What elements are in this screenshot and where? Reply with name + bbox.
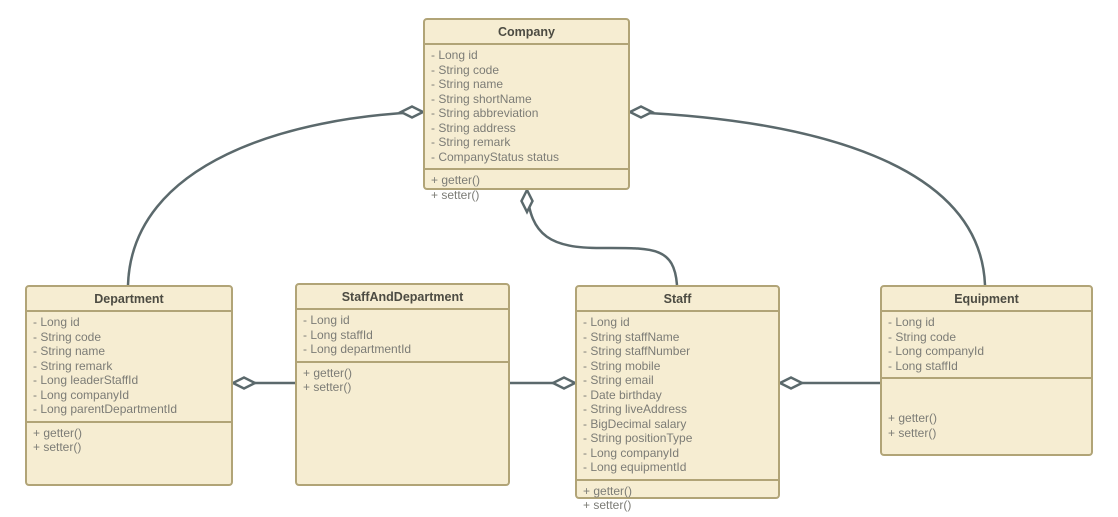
edge-company-equipment — [629, 110, 987, 286]
class-title: Company — [425, 20, 628, 45]
class-attributes: - Long id- String code- String name- Str… — [425, 45, 628, 170]
class-member: + setter() — [888, 425, 937, 440]
class-member: - Long leaderStaffId — [33, 373, 139, 387]
class-member: - Long companyId — [33, 387, 130, 402]
class-title: Department — [27, 287, 231, 312]
class-member: - Long id — [33, 315, 80, 329]
class-member: - Long companyId — [583, 445, 680, 460]
class-member: - String name — [431, 77, 504, 91]
class-member: - String staffNumber — [583, 344, 691, 358]
class-member: - Long id — [583, 315, 630, 329]
class-member: - Long id — [888, 315, 935, 329]
class-attributes: - Long id- String code- Long companyId- … — [882, 312, 1091, 379]
class-member: - Long staffId — [888, 358, 958, 373]
class-methods: + getter()+ setter() — [27, 423, 231, 485]
class-member: + setter() — [33, 440, 82, 454]
class-member: - String staffName — [583, 329, 680, 344]
class-member: - CompanyStatus status — [431, 149, 560, 164]
aggregation-diamond-icon — [398, 105, 426, 119]
class-member: - Long id — [303, 313, 350, 327]
aggregation-diamond-icon — [230, 376, 258, 390]
class-member: - String remark — [431, 135, 511, 149]
aggregation-diamond-icon — [550, 376, 578, 390]
class-member: + getter() — [303, 365, 353, 380]
edge-company-staff — [525, 189, 679, 286]
aggregation-diamond-icon — [627, 105, 655, 119]
class-member: - Long companyId — [888, 344, 985, 358]
class-box-department[interactable]: Department - Long id- String code- Strin… — [25, 285, 233, 486]
class-box-staffanddepartment[interactable]: StaffAndDepartment - Long id- Long staff… — [295, 283, 510, 486]
class-member: - Long id — [431, 48, 478, 62]
class-member: - String abbreviation — [431, 106, 539, 120]
class-member: - Long departmentId — [303, 342, 412, 356]
class-member: + getter() — [33, 425, 83, 440]
class-member: - Long parentDepartmentId — [33, 402, 178, 416]
class-methods: + getter()+ setter() — [577, 481, 778, 517]
class-title: StaffAndDepartment — [297, 285, 508, 310]
class-member: - String address — [431, 120, 516, 135]
class-member: + setter() — [583, 498, 632, 512]
class-box-company[interactable]: Company - Long id- String code- String n… — [423, 18, 630, 202]
class-box-equipment[interactable]: Equipment - Long id- String code- Long c… — [880, 285, 1093, 456]
class-member: - String remark — [33, 358, 113, 373]
class-member: - String name — [33, 344, 106, 358]
class-member: - String code — [431, 62, 500, 77]
aggregation-diamond-icon — [777, 376, 805, 390]
class-member: - BigDecimal salary — [583, 416, 687, 431]
class-member: - String code — [33, 329, 102, 344]
class-member: + setter() — [431, 187, 480, 202]
class-title: Equipment — [882, 287, 1091, 312]
class-member: - String email — [583, 373, 654, 387]
class-member: + getter() — [431, 173, 481, 187]
class-member: - String shortName — [431, 91, 532, 106]
class-member: - Long equipmentId — [583, 460, 687, 474]
class-methods: + getter()+ setter() — [425, 170, 628, 206]
class-member: - String positionType — [583, 431, 693, 445]
edge-company-department — [126, 110, 424, 286]
class-box-staff[interactable]: Staff - Long id- String staffName- Strin… — [575, 285, 780, 512]
class-methods: + getter()+ setter() — [297, 363, 508, 485]
class-member: - String code — [888, 329, 957, 344]
class-member: - String mobile — [583, 358, 661, 373]
class-member: + getter() — [888, 411, 938, 425]
class-member: - String liveAddress — [583, 402, 688, 416]
aggregation-diamond-icon — [520, 187, 534, 215]
class-attributes: - Long id- String code- String name- Str… — [27, 312, 231, 423]
class-methods: + getter()+ setter() — [882, 379, 1091, 454]
class-attributes: - Long id- String staffName- String staf… — [577, 312, 778, 481]
class-member: - Long staffId — [303, 327, 373, 342]
class-attributes: - Long id- Long staffId- Long department… — [297, 310, 508, 363]
class-member: + getter() — [583, 483, 633, 498]
class-title: Staff — [577, 287, 778, 312]
class-member: - Date birthday — [583, 387, 662, 402]
class-member: + setter() — [303, 380, 352, 394]
